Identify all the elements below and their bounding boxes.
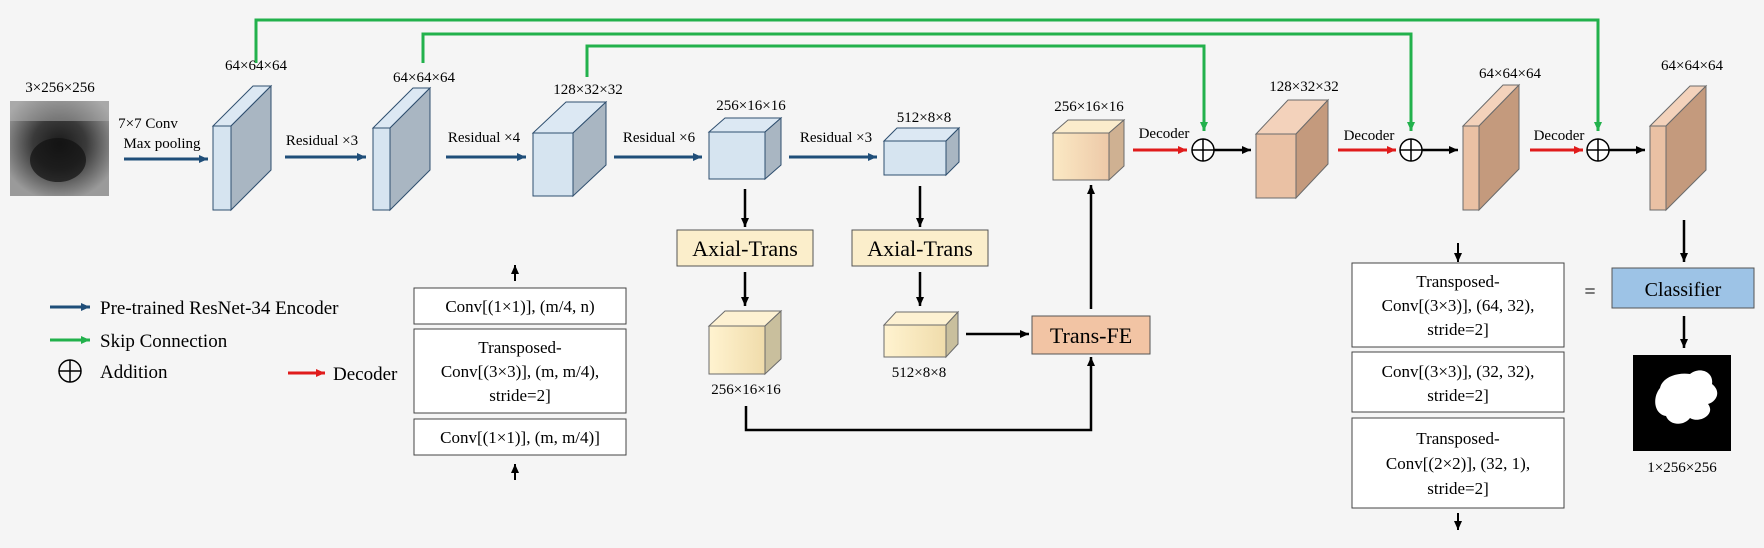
stem-label-pool: Max pooling [123,136,201,152]
legend-addition-label: Addition [100,362,168,383]
legend-decoder-label: Decoder [333,364,398,385]
decoder-label-3: Decoder [1534,128,1585,144]
decoder-label-1: Decoder [1139,126,1190,142]
axial-output-block-2 [882,310,960,359]
arrow-axial1-to-transfe [744,357,1095,432]
classifier-stack-box-2 [1351,351,1565,413]
classifier-stack-3-line-1: Transposed- [1416,429,1500,448]
enc3-dim-label: 128×32×32 [553,82,622,98]
input-dim-label: 3×256×256 [25,80,95,96]
enc2-dim-label: 64×64×64 [393,70,455,86]
encoder-block-2 [371,86,432,212]
classifier-stack-1-line-2: Conv[(3×3)], (64, 32), [1382,296,1535,315]
decoder-block-3 [1648,84,1708,212]
decoder-block-2-dim: 64×64×64 [1479,66,1541,82]
encoder-block-5 [882,126,961,177]
stem-label-conv: 7×7 Conv [118,116,178,132]
decoder-stack-bottom-text: Conv[(1×1)], (m, m/4)] [440,428,600,447]
enc1-dim-label: 64×64×64 [225,58,287,74]
decoder-block-1 [1254,98,1330,200]
skip-line-2 [421,32,1415,131]
classifier-stack-2-line-2: stride=2] [1427,386,1489,405]
skip-line-1 [254,18,1602,131]
classifier-stack-2-line-1: Conv[(3×3)], (32, 32), [1382,362,1535,381]
decoder-input-block [1051,118,1126,182]
classifier-box [1611,267,1755,309]
legend-skip-label: Skip Connection [100,331,228,352]
residual-label-1: Residual ×3 [286,133,358,149]
addition-node-1 [1191,138,1215,162]
decoder-stack-middle-line-1: Transposed- [478,338,562,357]
decoder-label-2: Decoder [1344,128,1395,144]
skip-line-3 [585,44,1208,131]
axial-trans-label-2: Axial-Trans [867,236,973,261]
addition-node-3 [1586,138,1610,162]
classifier-label: Classifier [1645,279,1722,301]
classifier-stack-1-line-3: stride=2] [1427,320,1489,339]
axial-trans-label-1: Axial-Trans [692,236,798,261]
decoder-input-dim: 256×16×16 [1054,99,1124,115]
decoder-stack-top-text: Conv[(1×1)], (m/4, n) [445,297,594,316]
legend-encoder-label: Pre-trained ResNet-34 Encoder [100,298,339,319]
legend-addition-icon [58,359,82,383]
encoder-block-4 [707,116,783,181]
decoder-stack-middle-line-2: Conv[(3×3)], (m, m/4), [441,362,599,381]
classifier-stack-box-3 [1351,417,1565,509]
axial-trans-box-1 [676,229,814,267]
ultrasound-input-image [10,101,109,196]
encoder-block-3 [531,100,608,198]
legend: Pre-trained ResNet-34 Encoder Skip Conne… [50,298,398,385]
equals-sign: = [1584,281,1595,303]
axial-output-dim-1: 256×16×16 [711,382,781,398]
decoder-stack-middle-line-3: stride=2] [489,386,551,405]
residual-label-4: Residual ×3 [800,130,872,146]
trans-fe-box [1031,315,1151,355]
classifier-stack-1-line-1: Transposed- [1416,272,1500,291]
encoder-block-1 [211,84,273,212]
residual-label-3: Residual ×6 [623,130,696,146]
decoder-block-1-dim: 128×32×32 [1269,79,1338,95]
axial-output-dim-2: 512×8×8 [892,365,946,381]
addition-node-2 [1399,138,1423,162]
enc5-dim-label: 512×8×8 [897,110,951,126]
residual-label-2: Residual ×4 [448,130,521,146]
decoder-block-2 [1461,83,1521,212]
classifier-stack-3-line-2: Conv[(2×2)], (32, 1), [1386,454,1530,473]
axial-trans-box-2 [851,229,989,267]
enc4-dim-label: 256×16×16 [716,98,786,114]
decoder-stack-box-bottom [413,418,627,456]
output-dim-label: 1×256×256 [1647,460,1717,476]
decoder-stack-box-top [413,287,627,325]
decoder-block-3-dim: 64×64×64 [1661,58,1723,74]
skip-connections [254,18,1602,131]
segmentation-mask-output [1633,355,1731,451]
classifier-stack-3-line-3: stride=2] [1427,479,1489,498]
classifier-stack-box-1 [1351,262,1565,348]
decoder-stack-box-middle [413,328,627,414]
axial-output-block-1 [707,309,783,376]
trans-fe-label: Trans-FE [1050,323,1132,348]
